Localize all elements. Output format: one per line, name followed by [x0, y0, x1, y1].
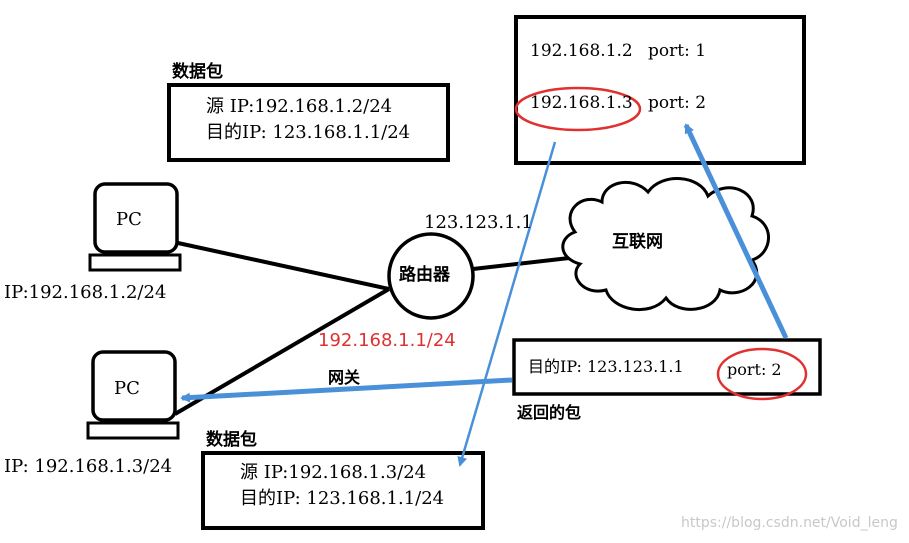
- return-packet-port: port: 2: [727, 360, 782, 379]
- arrow-nat-to-packet: [457, 141, 557, 467]
- nat-row1-ip: 192.168.1.2: [530, 41, 633, 61]
- pc1-computer-icon: [88, 182, 182, 272]
- router-wan-ip: 123.123.1.1: [424, 212, 533, 233]
- second-packet-box: [201, 451, 485, 530]
- router-label: 路由器: [399, 265, 450, 285]
- second-packet-caption: 数据包: [206, 430, 257, 450]
- return-port-highlight: [716, 347, 808, 401]
- nat-table-box: [514, 15, 806, 165]
- return-packet-box: [512, 338, 822, 396]
- return-packet-dst: 目的IP: 123.123.1.1: [528, 357, 684, 376]
- nat-row2-port: port: 2: [648, 93, 707, 113]
- outgoing-packet-dst: 目的IP: 123.168.1.1/24: [206, 122, 411, 143]
- nat-entry-highlight: [514, 86, 642, 132]
- second-packet-dst: 目的IP: 123.168.1.1/24: [240, 488, 445, 509]
- router-internet-link: [472, 255, 579, 271]
- watermark: https://blog.csdn.net/Void_leng: [681, 515, 898, 531]
- outgoing-packet-box: [167, 83, 450, 162]
- arrow-return-to-pc2: [180, 377, 513, 403]
- pc2-ip: IP: 192.168.1.3/24: [4, 456, 173, 477]
- pc2-label: PC: [114, 378, 140, 399]
- outgoing-packet-src: 源 IP:192.168.1.2/24: [206, 96, 393, 117]
- internet-cloud: [561, 177, 770, 312]
- nat-row1-port: port: 1: [648, 41, 707, 61]
- arrow-return-to-nat: [683, 123, 789, 340]
- pc1-label: PC: [116, 209, 142, 230]
- router-node: [387, 232, 475, 320]
- gateway-label: 网关: [328, 368, 361, 387]
- return-packet-caption: 返回的包: [517, 403, 582, 422]
- router-lan-ip: 192.168.1.1/24: [318, 330, 456, 351]
- pc2-router-link: [173, 287, 391, 416]
- pc1-router-link: [177, 241, 390, 291]
- nat-row2-ip: 192.168.1.3: [530, 93, 633, 113]
- outgoing-packet-caption: 数据包: [172, 62, 223, 82]
- internet-label: 互联网: [612, 232, 663, 252]
- pc1-ip: IP:192.168.1.2/24: [4, 282, 167, 303]
- second-packet-src: 源 IP:192.168.1.3/24: [240, 462, 427, 483]
- pc2-computer-icon: [86, 350, 180, 440]
